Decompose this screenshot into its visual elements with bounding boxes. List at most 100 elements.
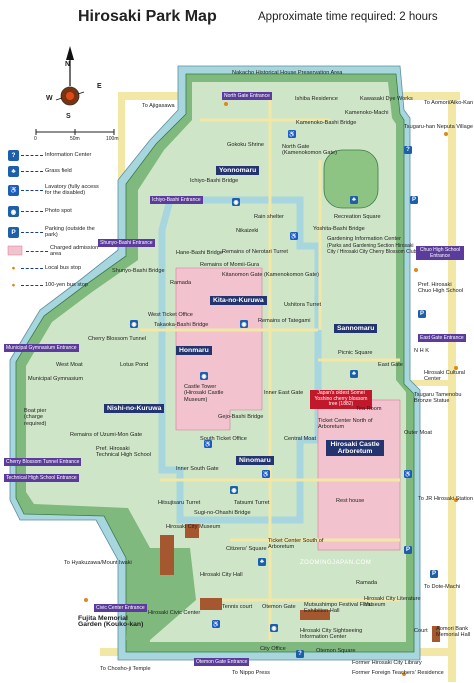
label-ticket-center-north: Ticket Center North of Arboretum [318,418,373,431]
legend-dash [21,155,43,156]
label-aomori-bank: Aomori Bank Memorial Hall [436,626,471,639]
legend-parking: P Parking (outside the park) [8,226,105,239]
area-honmaru: Honmaru [176,346,212,355]
compass-w: W [46,95,53,102]
label-to-aomori: To Aomori/Aiko-Kan [424,100,474,106]
label-fujita-garden: Fujita Memorial Garden (Kouko-kan) [78,615,144,629]
park-paths [140,100,400,640]
bus-stops [84,102,458,676]
label-to-hyakuzawa: To Hyakuzawa/Mount Iwaki [64,560,132,566]
label-to-dote: To Dote-Machi [424,584,461,590]
label-ushitora: Ushitora Turret [284,302,321,308]
label-to-chosho: To Chosho-ji Temple [100,666,151,672]
legend-dash [21,171,43,172]
grass-icon: ♣ [258,558,266,566]
label-pref-hirosaki: Pref. Hirosaki Chuo High School [418,282,464,295]
label-shunyo-bridge: Shunyo-Bashi Bridge [112,268,165,274]
label-former-foreign: Former Foreign Teachers' Residence [352,670,444,676]
legend-dash [21,189,43,191]
label-tatsumi: Tatsumi Turret [234,500,270,506]
label-gardening-center: Gardening Information Center [327,236,402,242]
label-citizens-square: Citizens' Square [226,546,267,552]
parking-icon: P [8,226,19,238]
label-yoshita-bridge: Yoshita-Bashi Bridge [313,226,365,232]
label-court: Court [414,628,428,634]
label-to-nippo: To Nippo Press [232,670,270,676]
label-pref-technical: Pref. Hirosaki Technical High School [96,446,152,459]
entrance-north-gate[interactable]: North Gate Entrance [222,92,272,100]
legend-charged: Charged admission area [26,245,110,258]
watermark: ZOOMINGJAPAN.COM [300,560,372,566]
parking-icon: P [404,546,412,554]
area-yonnomaru: Yonnomaru [216,166,260,175]
label-south-ticket: South Ticket Office [200,436,247,442]
label-to-ajigasawa: To Ajigasawa [142,103,175,109]
label-inner-south-gate: Inner South Gate [176,466,219,472]
label-city-office: City Office [260,646,286,652]
entrance-shunyo-bashi[interactable]: Shunyo-Bashi Entrance [98,239,155,247]
label-ticket-center-south: Ticket Center South of Arboretum [268,538,324,551]
honmaru-charged-area [175,267,263,431]
area-arboretum: Hirosaki Castle Arboretum [326,440,384,456]
label-cherry-tunnel: Cherry Blossom Tunnel [88,336,147,342]
label-nakacho: Nakacho Historical House Preservation Ar… [232,70,343,76]
compass-e: E [97,83,102,90]
entrance-otemon-gate[interactable]: Otemon Gate Entrance [194,658,250,666]
label-sightseeing-info: Hirosaki City Sightseeing Information Ce… [300,628,363,641]
label-tsugaru-tamenobu: Tsugaru Tamenobu Bronze Statue [414,392,462,405]
label-kawasaki-dye: Kawasaki Dye Works [360,96,413,102]
local-bus-icon: ● [11,265,16,272]
lavatory-icon: ♿ [290,232,298,240]
label-gejo-bridge: Gejo-Bashi Bridge [218,414,264,420]
label-city-museum: Hirosaki City Museum [166,524,221,530]
entrance-civic-center[interactable]: Civic Center Entrance [94,604,147,612]
label-remains-tategami: Remains of Tategami [258,318,311,324]
map-title: Hirosaki Park Map [78,8,217,25]
entrance-chuo-high-school[interactable]: Chuo High School Entrance [416,246,464,260]
legend-lavatory: ♿ Lavatory (fully access for the disable… [8,184,99,197]
grass-icon: ♣ [350,370,358,378]
photo-icon: ◉ [270,624,278,632]
label-remains-uzumi: Remains of Uzumi-Mon Gate [70,432,143,438]
info-icon: ? [296,650,304,658]
note-yoshino-tree: Japan's oldest Somei Yoshino cherry blos… [310,390,372,409]
label-otemon-square: Otemon Square [316,648,356,654]
label-kamenoko-machi: Kamenoko-Machi [345,110,389,116]
label-nikaizeki: Nikaizeki [236,228,259,234]
photo-icon: ◉ [232,198,240,206]
label-ramada-1: Ramada [170,280,192,286]
label-rain-shelter-1: Rain shelter [254,214,284,220]
label-picnic-square: Picnic Square [338,350,373,356]
label-recreation-square: Recreation Square [334,214,381,220]
road-east [448,92,456,682]
scale-bar [35,129,115,135]
parking-icon: P [410,196,418,204]
entrance-technical-high-school[interactable]: Technical High School Entrance [4,474,79,482]
label-tea-room: Tea Room [356,406,382,412]
entrance-municipal-gymnasium[interactable]: Municipal Gymnasium Entrance [4,344,79,352]
label-lotus-pond: Lotus Pond [120,362,149,368]
lavatory-icon: ♿ [8,184,19,196]
legend-dash [21,285,43,286]
compass-n: N [65,61,71,68]
legend-dash [21,268,43,269]
label-kamenoko-bashi: Kamenoko-Bashi Bridge [296,120,357,126]
entrance-ichiyo-bashi[interactable]: Ichiyo-Bashi Entrance [150,196,203,204]
label-north-gate: North Gate (Kamenokomon Gate) [282,144,338,157]
civic-center-building [200,598,222,610]
label-gokoku-shrine: Gokoku Shrine [227,142,265,148]
compass-rose [55,46,85,106]
legend-dash [26,250,48,252]
entrance-cherry-blossom-tunnel[interactable]: Cherry Blossom Tunnel Entrance [4,458,82,466]
photo-icon: ◉ [8,206,19,217]
grass-icon: ♣ [350,196,358,204]
label-gardening-note: (Parks and Gardening Section Hirosaki Ci… [327,243,419,256]
label-rest-house: Rest house [336,498,365,504]
entrance-east-gate[interactable]: East Gate Entrance [418,334,466,342]
legend-dash [21,211,43,212]
label-east-gate: East Gate [378,362,403,368]
parking-icon: P [418,310,426,318]
photo-icon: ◉ [240,320,248,328]
lavatory-icon: ♿ [212,620,220,628]
label-otemon-gate: Otemon Gate [262,604,296,610]
